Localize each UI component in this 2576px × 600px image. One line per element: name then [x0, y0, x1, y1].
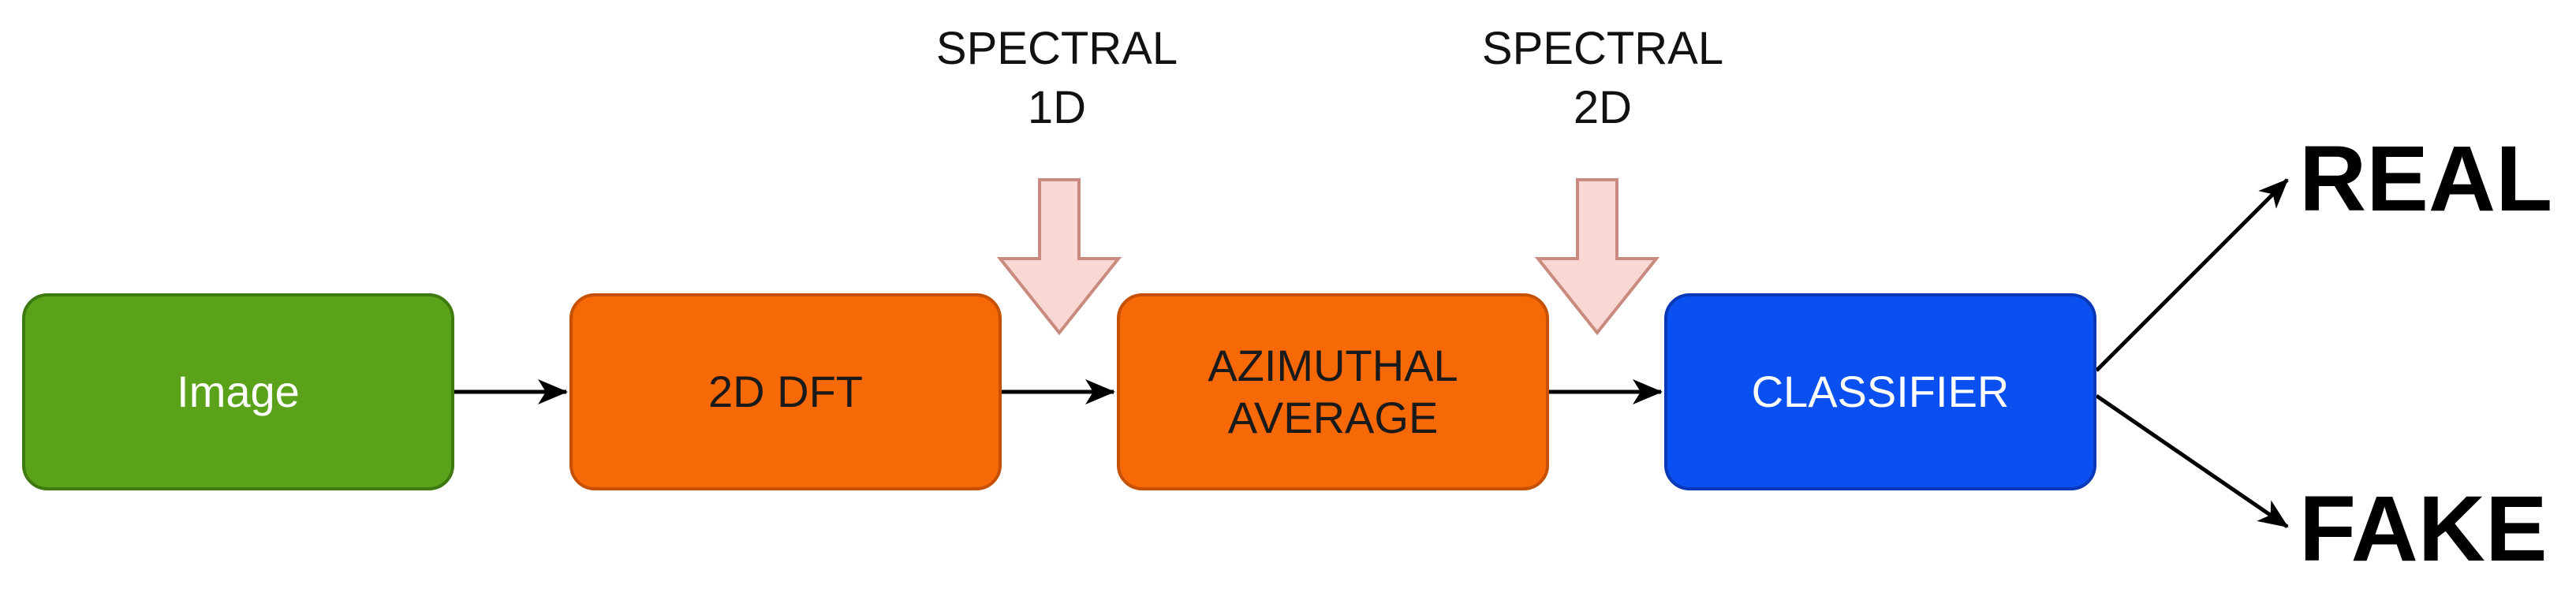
output-real: REAL — [2299, 127, 2553, 231]
node-classifier: CLASSIFIER — [1664, 293, 2096, 490]
edge-classifier-to-fake — [2095, 393, 2289, 529]
node-azimuthal-average: AZIMUTHAL AVERAGE — [1117, 293, 1549, 490]
node-classifier-label: CLASSIFIER — [1751, 367, 2010, 417]
node-image-label: Image — [177, 367, 300, 417]
node-2d-dft: 2D DFT — [569, 293, 1002, 490]
node-2d-dft-label: 2D DFT — [708, 367, 863, 417]
spectral-2d-arrow — [1534, 178, 1660, 336]
node-azimuthal-average-label: AZIMUTHAL AVERAGE — [1208, 341, 1458, 442]
spectral-1d-arrow — [996, 178, 1122, 336]
output-fake: FAKE — [2299, 477, 2548, 581]
node-image: Image — [22, 293, 454, 490]
edge-classifier-to-real — [2095, 178, 2289, 372]
annotation-spectral-2d: SPECTRAL 2D — [1481, 23, 1724, 134]
annotation-spectral-1d: SPECTRAL 1D — [935, 23, 1178, 134]
